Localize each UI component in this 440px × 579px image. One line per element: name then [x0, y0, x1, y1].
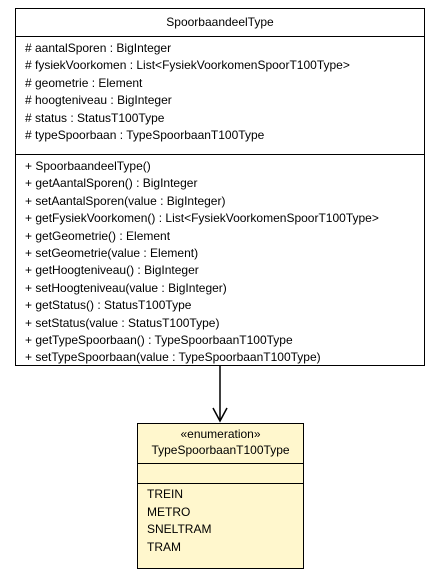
class-spoorbaandeeltype[interactable]: SpoorbaandeelType # aantalSporen : BigIn… — [15, 8, 425, 366]
operation-row: + getStatus() : StatusT100Type — [25, 298, 192, 313]
operations-compartment: + SpoorbaandeelType() + getAantalSporen(… — [16, 155, 424, 365]
enum-name-compartment: «enumeration» TypeSpoorbaanT100Type — [138, 424, 303, 464]
class-name-compartment: SpoorbaandeelType — [16, 9, 424, 37]
enum-literal: TRAM — [147, 539, 181, 554]
operation-row: + getHoogteniveau() : BigInteger — [25, 263, 199, 278]
enum-stereotype: «enumeration» — [180, 427, 261, 441]
class-name: SpoorbaandeelType — [166, 15, 274, 29]
operation-row: + getTypeSpoorbaan() : TypeSpoorbaanT100… — [25, 333, 293, 348]
enum-literals-compartment: TREIN METRO SNELTRAM TRAM — [138, 484, 303, 559]
operation-row: + setAantalSporen(value : BigInteger) — [25, 193, 226, 208]
enum-name: TypeSpoorbaanT100Type — [151, 443, 290, 457]
enum-literal: SNELTRAM — [147, 522, 212, 536]
enum-literal: METRO — [147, 504, 191, 519]
enum-attributes-compartment — [138, 464, 303, 484]
attribute-row: # fysiekVoorkomen : List<FysiekVoorkomen… — [25, 58, 350, 73]
attribute-row: # status : StatusT100Type — [25, 110, 165, 125]
operation-row: + setStatus(value : StatusT100Type) — [25, 315, 220, 330]
operation-row: + setTypeSpoorbaan(value : TypeSpoorbaan… — [25, 350, 321, 365]
attribute-row: # hoogteniveau : BigInteger — [25, 93, 172, 108]
operation-row: + SpoorbaandeelType() — [25, 159, 151, 173]
operation-row: + setHoogteniveau(value : BigInteger) — [25, 280, 227, 295]
attributes-compartment: # aantalSporen : BigInteger # fysiekVoor… — [16, 37, 424, 155]
enum-typespoorbaant100type[interactable]: «enumeration» TypeSpoorbaanT100Type TREI… — [137, 423, 304, 569]
operation-row: + getFysiekVoorkomen() : List<FysiekVoor… — [25, 211, 379, 226]
attribute-row: # geometrie : Element — [25, 75, 143, 90]
attribute-row: # typeSpoorbaan : TypeSpoorbaanT100Type — [25, 128, 265, 143]
attribute-row: # aantalSporen : BigInteger — [25, 41, 172, 55]
arrow-head — [212, 407, 228, 423]
operation-row: + getAantalSporen() : BigInteger — [25, 176, 198, 191]
operation-row: + getGeometrie() : Element — [25, 228, 171, 243]
operation-row: + setGeometrie(value : Element) — [25, 246, 199, 261]
enum-literal: TREIN — [147, 487, 183, 501]
